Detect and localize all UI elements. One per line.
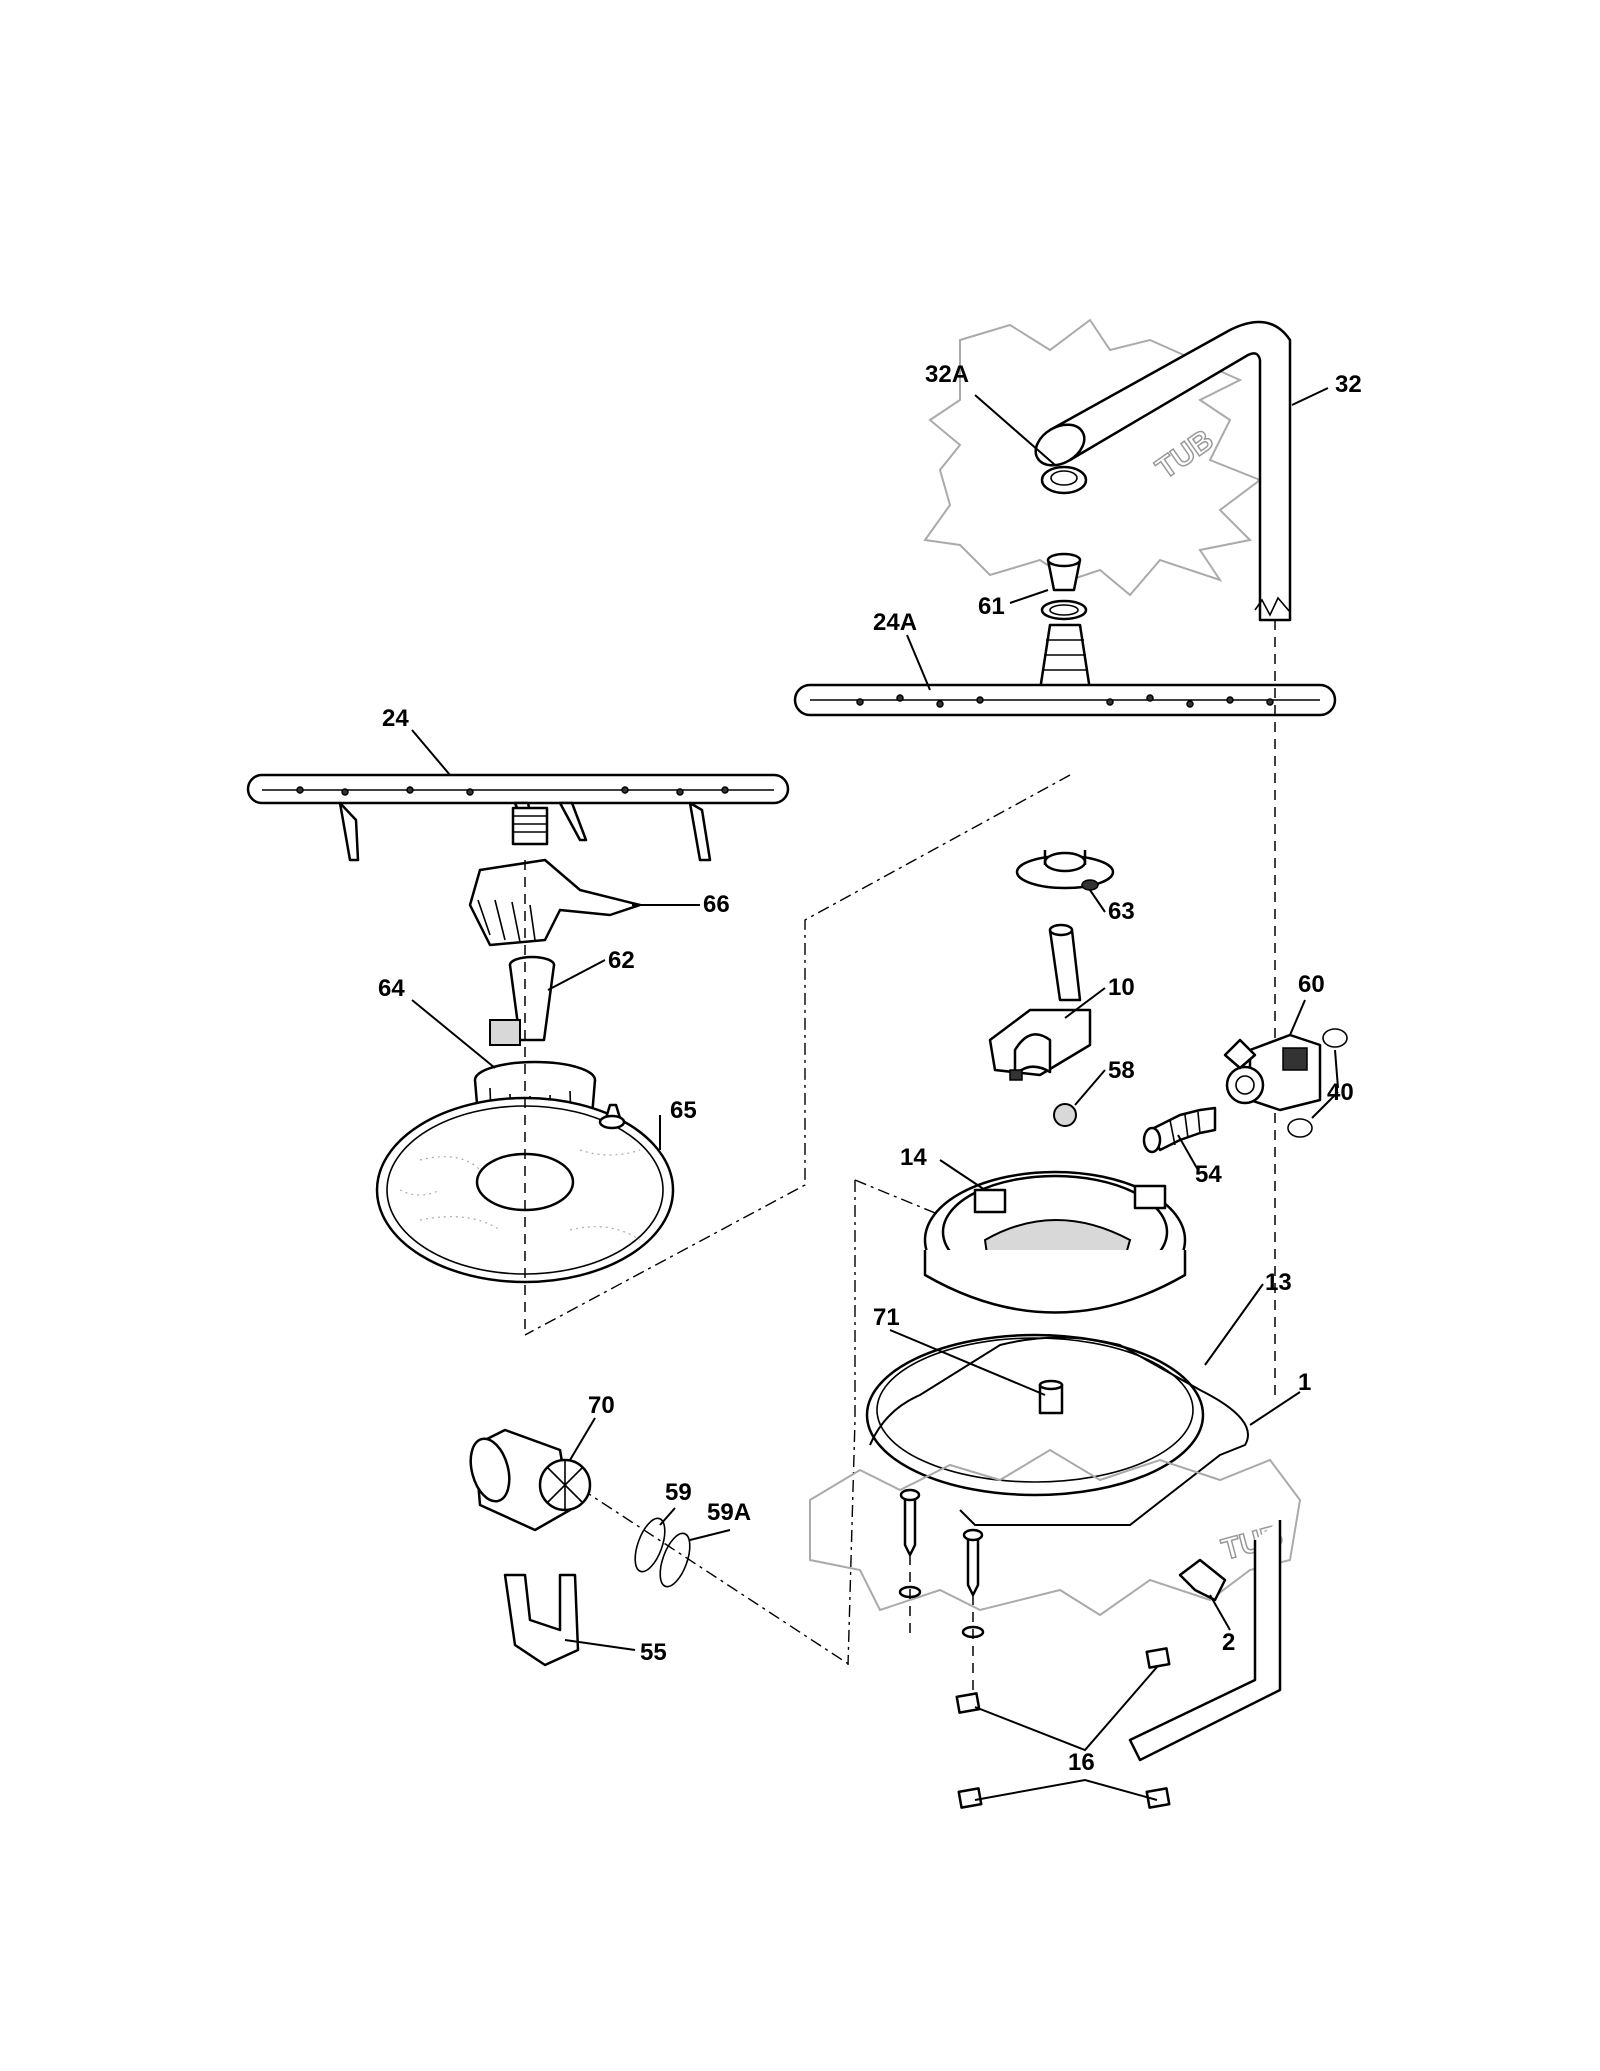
heating-element-1 — [869, 1336, 1249, 1526]
drain-pipe — [1128, 1520, 1282, 1762]
callout-16: 16 — [1068, 1749, 1095, 1776]
callout-63: 63 — [1108, 898, 1135, 925]
callout-32: 32 — [1335, 371, 1362, 398]
motor-bracket-55 — [503, 1573, 580, 1667]
drain-valve-60 — [1223, 1033, 1322, 1112]
o-ring-59 — [634, 1517, 666, 1573]
o-ring-59a — [659, 1532, 691, 1588]
callout-60: 60 — [1298, 971, 1325, 998]
callout-59a: 59A — [707, 1499, 751, 1526]
screw-left — [898, 1488, 922, 1599]
clamp-40 — [1287, 1028, 1348, 1138]
motor-70 — [469, 1428, 592, 1532]
callout-13: 13 — [1265, 1269, 1292, 1296]
callout-62: 62 — [608, 947, 635, 974]
seal-32a — [1040, 465, 1088, 495]
callout-58: 58 — [1108, 1057, 1135, 1084]
callout-66: 66 — [703, 891, 730, 918]
callout-24: 24 — [382, 705, 409, 732]
assembly-outline-diag — [854, 1179, 941, 1216]
lower-spray-arm-24 — [246, 773, 790, 862]
gasket-13 — [865, 1333, 1205, 1497]
callout-2: 2 — [1222, 1629, 1235, 1656]
upper-arm-holes — [856, 694, 1274, 708]
tube-62 — [489, 955, 556, 1046]
mounting-blocks-16 — [955, 1647, 1171, 1809]
pump-housing-10 — [988, 923, 1092, 1081]
callout-24a: 24A — [873, 609, 917, 636]
sump-14 — [923, 1170, 1187, 1314]
ball-58 — [1053, 1103, 1077, 1127]
upper-spray-arm-24a — [793, 623, 1337, 717]
spray-arm-support-63 — [1015, 850, 1115, 891]
callout-10: 10 — [1108, 974, 1135, 1001]
callout-54: 54 — [1195, 1161, 1222, 1188]
callout-65: 65 — [670, 1097, 697, 1124]
tub-label-upper: TUB — [1150, 423, 1219, 485]
bracket-2 — [1178, 1558, 1227, 1602]
callout-70: 70 — [588, 1392, 615, 1419]
callout-71: 71 — [873, 1304, 900, 1331]
callout-59: 59 — [665, 1479, 692, 1506]
pump-centerline — [559, 1474, 851, 1666]
callout-32a: 32A — [925, 361, 969, 388]
assembly-outline-left — [524, 774, 1071, 1336]
leader-lines — [411, 387, 1339, 1801]
nozzle-71 — [1038, 1379, 1064, 1415]
callout-14: 14 — [900, 1144, 927, 1171]
callout-labels: 32A 32 61 24A 24 66 62 64 65 63 10 60 58… — [378, 361, 1362, 1776]
callout-64: 64 — [378, 975, 405, 1002]
deflector-66 — [468, 858, 642, 947]
assembly-outline-right — [847, 1180, 856, 1666]
hose-54 — [1142, 1106, 1217, 1154]
callout-55: 55 — [640, 1639, 667, 1666]
callout-1: 1 — [1298, 1369, 1311, 1396]
callout-40: 40 — [1327, 1079, 1354, 1106]
callout-61: 61 — [978, 593, 1005, 620]
bearing-61 — [1040, 552, 1088, 621]
